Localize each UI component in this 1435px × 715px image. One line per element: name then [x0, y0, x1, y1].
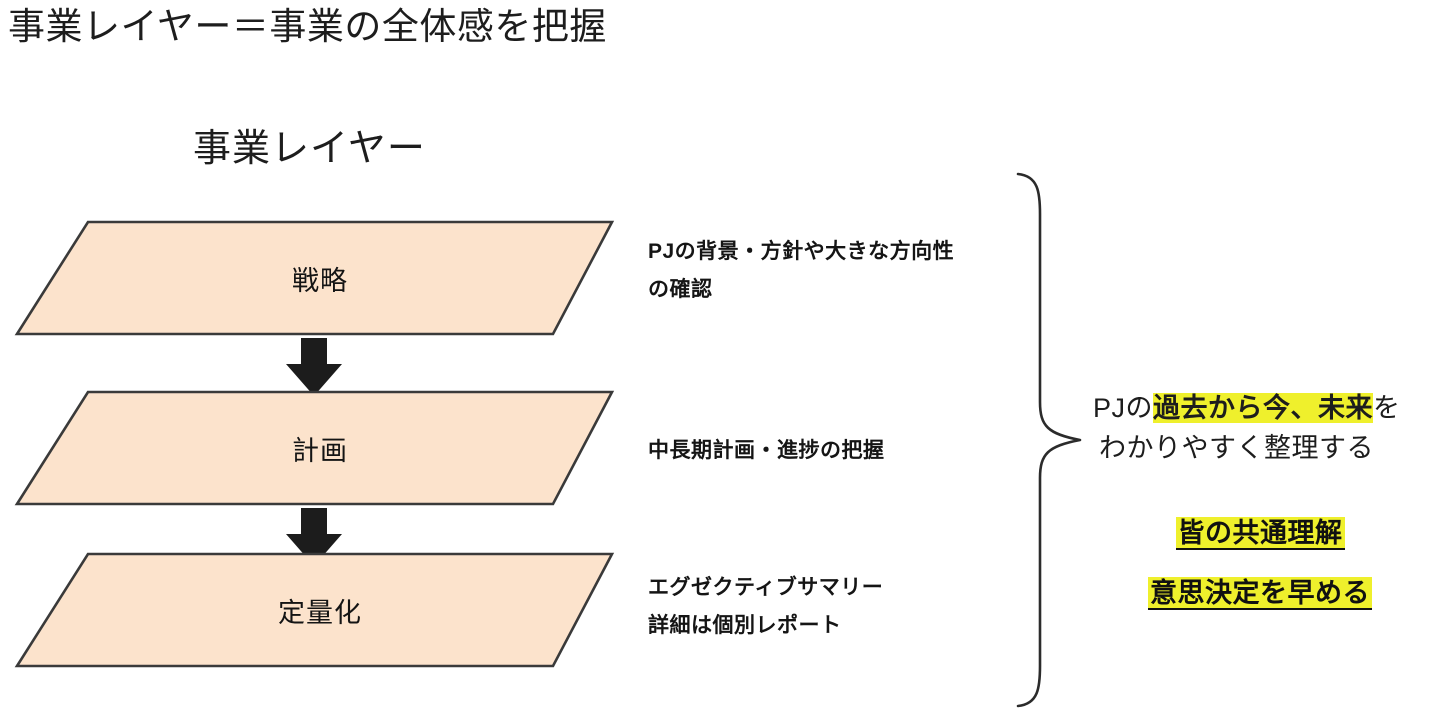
description-line: 中長期計画・進捗の把握: [648, 439, 885, 462]
description-line: 詳細は個別レポート: [648, 614, 842, 637]
layer-stack-subtitle: 事業レイヤー: [193, 128, 426, 170]
summary-block: PJの過去から今、未来を わかりやすく整理する 皆の共通理解 意思決定を早める: [1085, 388, 1435, 610]
page-title: 事業レイヤー＝事業の全体感を把握: [8, 6, 607, 47]
summary-suffix: を: [1373, 393, 1401, 423]
summary-line-2: わかりやすく整理する: [1099, 433, 1374, 463]
summary-emphasis-faster-decisions: 意思決定を早める: [1085, 574, 1435, 612]
flow-arrow-down-icon: [280, 508, 348, 570]
parallelogram-icon: [14, 390, 615, 506]
layer-shape-plan: 計画: [0, 389, 640, 507]
flow-arrow-down-icon: [280, 338, 348, 400]
parallelogram-icon: [14, 552, 615, 668]
summary-prefix: PJの: [1093, 393, 1154, 423]
emphasis-text: 皆の共通理解: [1175, 517, 1345, 550]
layer-shape-quantify: 定量化: [0, 551, 640, 669]
grouping-brace-icon: [1008, 170, 1098, 710]
layer-description-plan: 中長期計画・進捗の把握: [648, 432, 885, 470]
summary-emphasis-common-understanding: 皆の共通理解: [1085, 514, 1435, 552]
layer-description-quantify: エグゼクティブサマリー 詳細は個別レポート: [648, 569, 883, 645]
layer-shape-strategy: 戦略: [0, 219, 640, 337]
parallelogram-icon: [14, 220, 615, 336]
description-line: の確認: [648, 278, 713, 301]
description-line: エグゼクティブサマリー: [648, 576, 884, 599]
description-line: PJの背景・方針や大きな方向性: [648, 240, 955, 263]
emphasis-text: 意思決定を早める: [1148, 577, 1372, 610]
summary-highlight: 過去から今、未来: [1153, 393, 1374, 423]
layer-description-strategy: PJの背景・方針や大きな方向性 の確認: [648, 233, 954, 309]
summary-line-1: PJの過去から今、未来を: [1085, 388, 1435, 428]
